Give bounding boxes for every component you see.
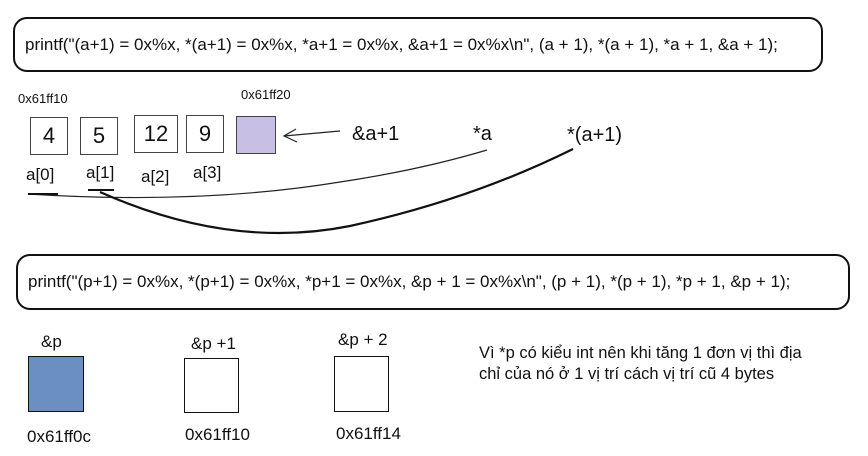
annotation-deref-a: *a <box>473 123 492 145</box>
curve-deref-a <box>27 149 488 199</box>
pointer-box-2 <box>334 356 389 412</box>
array-cell-3: 9 <box>186 115 224 153</box>
array-label-0: a[0] <box>26 165 55 184</box>
array-label-3: a[3] <box>193 163 222 182</box>
code-line-pointer: printf("(p+1) = 0x%x, *(p+1) = 0x%x, *p+… <box>28 272 791 291</box>
arrow-addr-a-plus-1 <box>283 130 341 137</box>
pointer-label-0: &p <box>41 332 62 351</box>
array-start-address: 0x61ff10 <box>18 91 68 106</box>
array-cell-3-value: 9 <box>198 121 212 146</box>
pointer-box-1 <box>184 358 239 413</box>
note-line-1: Vì *p có kiểu int nên khi tăng 1 đơn vị … <box>479 344 802 362</box>
array-cell-1: 5 <box>80 117 118 155</box>
note-line-2: chỉ của nó ở 1 vị trí cách vị trí cũ 4 b… <box>479 365 775 383</box>
array-next-cell <box>236 116 276 154</box>
annotation-deref-a-plus-1: *(a+1) <box>567 124 623 146</box>
code-box-array-printf: printf("(a+1) = 0x%x, *(a+1) = 0x%x, *a+… <box>13 17 823 72</box>
pointer-label-1: &p +1 <box>191 334 236 353</box>
annotation-addr-a-plus-1: &a+1 <box>352 123 400 145</box>
pointer-label-2: &p + 2 <box>338 330 388 349</box>
pointer-address-0: 0x61ff0c <box>27 427 91 446</box>
array-cell-1-value: 5 <box>92 123 106 148</box>
code-box-pointer-printf: printf("(p+1) = 0x%x, *(p+1) = 0x%x, *p+… <box>16 254 850 310</box>
array-label-1: a[1] <box>86 163 115 182</box>
pointer-box-0 <box>28 356 84 412</box>
array-label-2: a[2] <box>141 167 170 186</box>
array-end-address: 0x61ff20 <box>241 87 291 102</box>
array-cell-0: 4 <box>30 117 68 155</box>
code-line-array: printf("(a+1) = 0x%x, *(a+1) = 0x%x, *a+… <box>25 34 778 54</box>
array-cell-2: 12 <box>134 115 178 153</box>
curve-deref-a-plus-1 <box>99 148 574 235</box>
pointer-address-2: 0x61ff14 <box>336 424 401 443</box>
pointer-address-1: 0x61ff10 <box>185 425 250 444</box>
array-cell-0-value: 4 <box>42 123 56 148</box>
array-cell-2-value: 12 <box>143 121 169 146</box>
arrowhead-icon <box>282 128 298 143</box>
